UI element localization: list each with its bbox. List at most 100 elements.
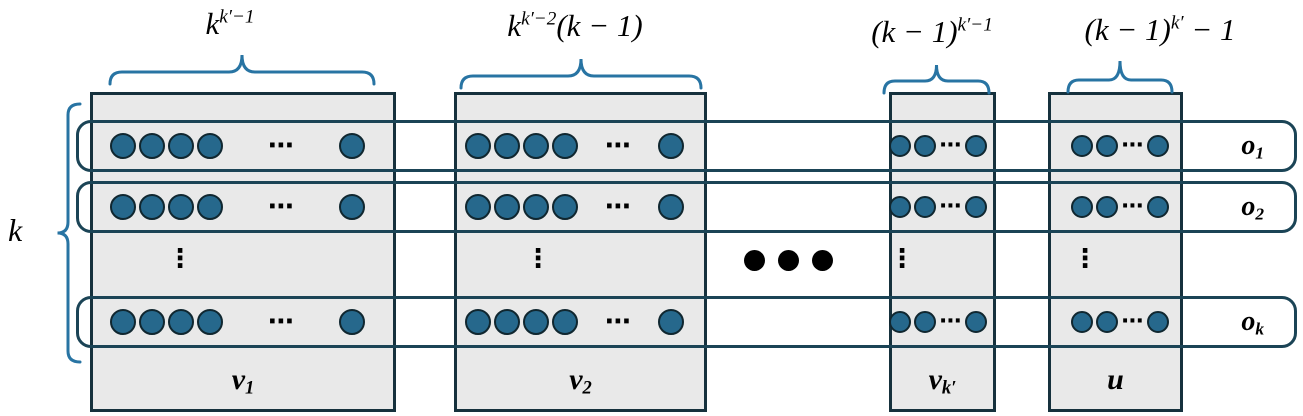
node-dot	[1147, 311, 1169, 333]
node-dot	[889, 196, 911, 218]
overbrace-u	[1066, 60, 1174, 94]
left-brace-k	[57, 102, 82, 364]
row-ellipsis: ⋯	[939, 133, 962, 158]
column-label-vk: vk′	[892, 363, 993, 398]
dot-group	[1071, 135, 1118, 157]
node-dot	[889, 135, 911, 157]
node-dot	[139, 309, 165, 335]
label2-tail: (k − 1)	[556, 8, 643, 43]
node-dot	[339, 194, 365, 220]
dot-group	[658, 309, 684, 335]
row-ellipsis: ⋯	[605, 131, 631, 161]
node-dot	[914, 311, 936, 333]
node-dot	[552, 309, 578, 335]
node-dot	[658, 133, 684, 159]
dot-cell-v1-o2: ⋯	[110, 194, 365, 220]
dot-group	[465, 309, 578, 335]
dot-group	[889, 135, 936, 157]
row-ellipsis: ⋯	[1121, 194, 1144, 219]
dot-group	[889, 311, 936, 333]
column-vk-base: v	[928, 363, 942, 396]
row-ok-base: o	[1241, 306, 1256, 337]
dot-group	[110, 194, 223, 220]
overbrace-v2	[459, 58, 703, 90]
node-dot	[494, 309, 520, 335]
node-dot	[1147, 196, 1169, 218]
dot-group	[889, 196, 936, 218]
row-ellipsis: ⋯	[268, 307, 294, 337]
dot-cell-v2-o2: ⋯	[465, 194, 684, 220]
brace-label-3: (k − 1)k′−1	[827, 14, 1037, 50]
node-dot	[889, 311, 911, 333]
node-dot	[1096, 311, 1118, 333]
label3-sup: k′−1	[957, 14, 993, 36]
dot-group	[1147, 311, 1169, 333]
brace-label-4: (k − 1)k′ − 1	[1040, 12, 1280, 48]
node-dot	[552, 133, 578, 159]
overbrace-vk	[882, 64, 991, 95]
node-dot	[914, 196, 936, 218]
column-label-v2: v2	[457, 363, 704, 398]
dot-group	[658, 194, 684, 220]
node-dot	[465, 194, 491, 220]
dot-cell-v1-ok: ⋯	[110, 309, 365, 335]
dot-cell-vk-o1: ⋯	[889, 135, 987, 157]
label1-sup: k′−1	[219, 6, 255, 28]
dot-group	[110, 309, 223, 335]
dot-cell-u-o2: ⋯	[1071, 196, 1169, 218]
node-dot	[523, 194, 549, 220]
brace-label-2: kk′−2(k − 1)	[425, 8, 725, 44]
row-label-o2: o2	[1241, 191, 1264, 224]
column-u-base: u	[1107, 363, 1124, 396]
node-dot	[965, 135, 987, 157]
dot-cell-u-o1: ⋯	[1071, 135, 1169, 157]
overbrace-v1	[108, 54, 376, 86]
node-dot	[197, 133, 223, 159]
gap-dot	[778, 250, 799, 271]
dot-group	[339, 133, 365, 159]
column-v1-sub: 1	[245, 377, 255, 399]
dot-group	[339, 194, 365, 220]
column-vk-sub: k′	[941, 377, 957, 399]
dot-cell-u-ok: ⋯	[1071, 311, 1169, 333]
label1-base: k	[205, 6, 220, 41]
row-o2-sub: 2	[1255, 204, 1264, 224]
node-dot	[1071, 196, 1093, 218]
dot-group	[965, 135, 987, 157]
node-dot	[197, 309, 223, 335]
node-dot	[168, 133, 194, 159]
node-dot	[110, 309, 136, 335]
dot-group	[1147, 135, 1169, 157]
dot-cell-v2-o1: ⋯	[465, 133, 684, 159]
row-o2-base: o	[1241, 191, 1256, 222]
dot-group	[465, 194, 578, 220]
node-dot	[139, 194, 165, 220]
node-dot	[465, 133, 491, 159]
label2-sup: k′−2	[521, 8, 557, 30]
dot-group	[658, 133, 684, 159]
row-o1-base: o	[1241, 130, 1256, 161]
node-dot	[1096, 196, 1118, 218]
row-ellipsis: ⋯	[939, 194, 962, 219]
row-ok-sub: k	[1255, 319, 1264, 339]
label4-tail: − 1	[1183, 12, 1236, 47]
node-dot	[1147, 135, 1169, 157]
row-label-o1: o1	[1241, 130, 1264, 162]
vertical-ellipsis-u: ⋮	[1072, 244, 1098, 274]
column-v2-base: v	[569, 363, 583, 396]
column-label-u: u	[1051, 365, 1180, 395]
label3-base: (k − 1)	[871, 14, 958, 49]
dot-cell-vk-ok: ⋯	[889, 311, 987, 333]
row-ellipsis: ⋯	[268, 192, 294, 222]
node-dot	[914, 135, 936, 157]
dot-group	[965, 311, 987, 333]
node-dot	[965, 311, 987, 333]
dot-group	[339, 309, 365, 335]
column-gap-ellipsis	[744, 250, 833, 271]
node-dot	[1071, 135, 1093, 157]
dot-group	[1071, 311, 1118, 333]
gap-dot	[744, 250, 765, 271]
label4-sup: k′	[1170, 12, 1184, 34]
row-rect-ok: ⋯ ⋯ ⋯ ⋯ ok	[76, 296, 1297, 348]
dot-group	[465, 133, 578, 159]
